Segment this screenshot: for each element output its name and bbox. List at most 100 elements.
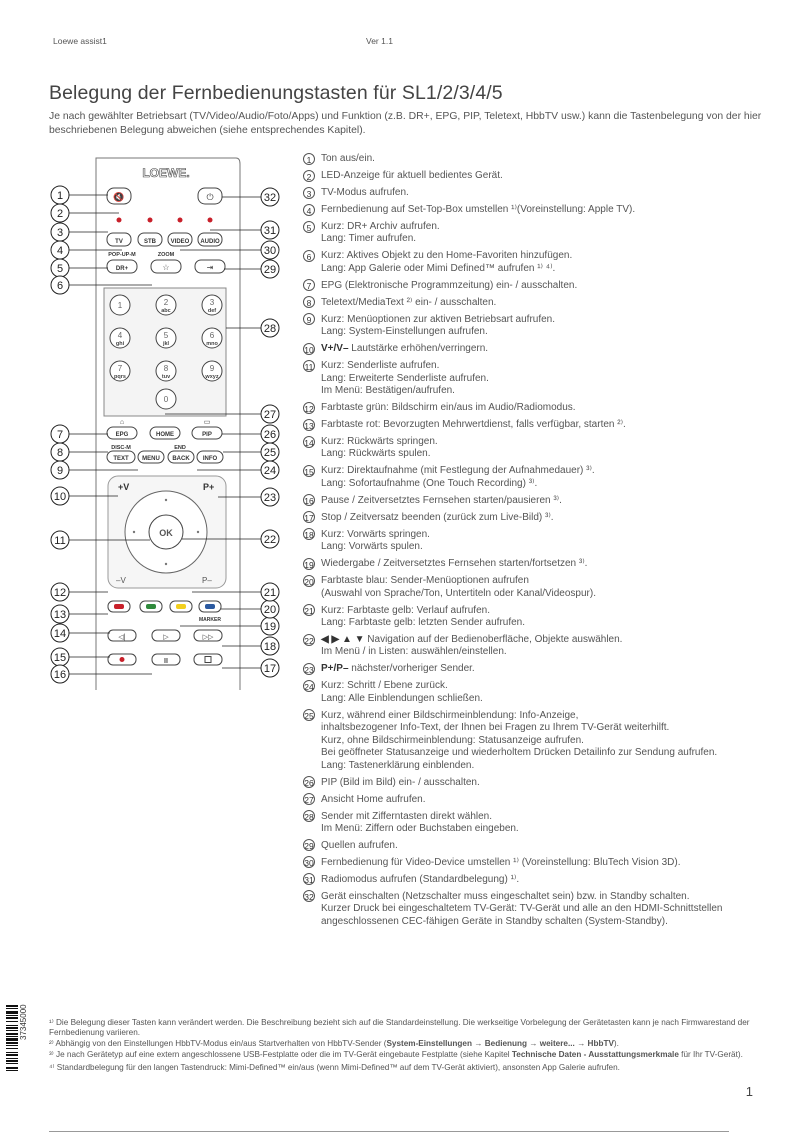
digit-letters: wxyz [204,374,218,380]
callout-2 [50,203,70,223]
digit-key-6 [201,327,223,349]
legend-text: Teletext/MediaText ²⁾ ein- / ausschalten… [321,296,497,308]
digit-letters: def [208,308,216,314]
digit-letters: pqrs [114,374,126,380]
callout-label: 29 [264,264,276,276]
callout-label: 26 [264,429,276,441]
play-button [151,629,181,642]
digit-key-3 [201,294,223,316]
mute-icon: 🔇 [113,191,124,202]
callout-label: 19 [264,621,276,633]
legend-number: 15 [303,464,315,477]
callout-label: 1 [57,190,63,202]
digit-number: 8 [164,364,169,373]
callout-label: 3 [57,227,63,239]
legend-text: ◀ ▶ ▲ ▼ Navigation auf der Bedienoberflä… [321,634,623,658]
legend-number: 5 [303,220,315,233]
legend-number: 9 [303,313,315,326]
pause-icon: II [164,658,168,665]
legend-text: V+/V– Lautstärke erhöhen/verringern. [321,343,489,355]
legend-text: Radiomodus aufrufen (Standardbelegung) ¹… [321,873,520,885]
digit-number: 3 [210,298,215,307]
digit-key-2 [155,294,177,316]
legend-text: Kurz: Schritt / Ebene zurück.Lang: Alle … [321,680,483,704]
legend-item: 24 Kurz: Schritt / Ebene zurück.Lang: All… [303,679,773,705]
callout-label: 8 [57,447,63,459]
footnote-4: ⁴⁾ Standardbelegung für den langen Taste… [49,1063,620,1072]
digit-number: 9 [210,364,215,373]
zoom-label: ZOOM [158,252,175,258]
callout-26 [260,424,280,444]
callout-31 [260,220,280,240]
legend-number: 21 [303,604,315,617]
callout-13 [50,604,70,624]
digit-key-7 [109,360,131,382]
footnotes: ¹⁾ Die Belegung dieser Tasten kann verän… [49,1018,754,1074]
stb-label: STB [144,239,157,245]
callout-label: 5 [57,263,63,275]
intro-text: Je nach gewählter Betriebsart (TV/Video/… [49,111,762,136]
text-label: TEXT [113,456,129,462]
p-minus-label: P– [202,576,212,585]
audio-label: AUDIO [200,239,220,245]
popupm-label: POP-UP-M [108,252,136,258]
menu-label: MENU [142,456,160,462]
header-left: Loewe assist1 [53,36,107,46]
legend-text: Sender mit Zifferntasten direkt wählen.I… [321,810,519,834]
legend-text: Kurz: DR+ Archiv aufrufen.Lang: Timer au… [321,221,440,245]
callout-label: 27 [264,409,276,421]
legend-number: 28 [303,810,315,822]
footnote-3: ³⁾ Je nach Gerätetyp auf eine extern ang… [49,1050,743,1059]
legend-text: Kurz: Rückwärts springen.Lang: Rückwärts… [321,436,438,460]
callout-label: 9 [57,465,63,477]
legend-text: Farbtaste rot: Bevorzugten Mehrwertdiens… [321,419,626,431]
pip-button [191,426,223,440]
digit-number: 4 [118,331,123,340]
epg-label: EPG [116,432,129,438]
favorite-button [150,259,182,274]
callout-23 [260,487,280,507]
legend-number: 24 [303,679,315,692]
digit-key-4 [109,327,131,349]
rewind-button [107,629,137,642]
callout-label: 7 [57,429,63,441]
callout-17 [260,658,280,678]
barcode [6,1005,18,1071]
callout-28 [260,318,280,338]
pip-small-icon: ▭ [204,419,211,426]
callout-10 [50,486,70,506]
callout-22 [260,529,280,549]
callout-label: 25 [264,447,276,459]
stb-button [137,232,163,247]
info-button [196,450,224,464]
legend-text: Kurz: Menüoptionen zur aktiven Betriebsa… [321,313,556,338]
callout-label: 17 [264,663,276,675]
power-button [197,187,223,205]
pause-button [151,653,181,666]
callout-label: 6 [57,280,63,292]
digit-key-8 [155,360,177,382]
disc-m-label: DISC-M [111,445,131,451]
legend-text: Farbtaste blau: Sender-Menüoptionen aufr… [321,575,596,599]
legend-number: 26 [303,776,315,788]
digit-number: 5 [164,331,169,340]
legend-text: Kurz: Vorwärts springen.Lang: Vorwärts s… [321,528,430,553]
tv-button [106,232,132,247]
video-button [167,232,193,247]
legend-text: PIP (Bild im Bild) ein- / ausschalten. [321,776,480,788]
led-tv [116,217,122,223]
callout-label: 30 [264,245,276,257]
teletext-icon: ⌂ [120,419,124,426]
callout-label: 20 [264,604,276,616]
legend-text: Pause / Zeitversetztes Fernsehen starten… [321,494,562,506]
home-label: HOME [156,432,174,438]
